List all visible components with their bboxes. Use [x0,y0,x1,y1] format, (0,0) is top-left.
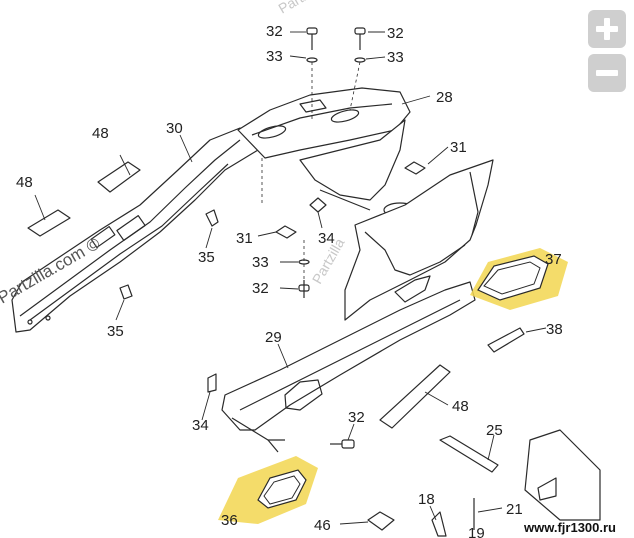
callout-33-b: 33 [387,49,404,66]
callout-32-a: 32 [266,23,283,40]
rear-cowl [344,159,494,321]
callout-48-bot: 48 [452,398,469,415]
callout-35-b: 35 [107,323,124,340]
bracket-34-bot [207,373,217,393]
callout-33-a: 33 [266,48,283,65]
callout-35-a: 35 [198,249,215,266]
callout-31-left: 31 [236,230,253,247]
bolt-32-b [354,27,366,50]
callout-33-c: 33 [252,254,269,271]
grommet-35-b [119,284,133,300]
callout-32-c: 32 [252,280,269,297]
callout-34-bot: 34 [192,417,209,434]
pad-48-left [27,209,71,237]
callout-21: 21 [506,501,523,518]
washer-33-a [306,57,318,63]
upper-frame-part-28 [237,87,417,218]
grommet-35-a [205,209,219,227]
bracket-31-left [275,225,297,239]
bracket-34-top [309,197,327,213]
part-19 [524,429,601,521]
callout-36: 36 [221,512,238,529]
clip-38 [487,327,525,353]
callout-19: 19 [468,525,485,538]
zoom-in-button[interactable] [588,10,626,48]
callout-37: 37 [545,251,562,268]
callout-38: 38 [546,321,563,338]
callout-48-left: 48 [16,174,33,191]
minus-icon [596,70,618,76]
pad-48-lower [379,364,451,429]
watermark-site: www.fjr1300.ru [523,520,616,535]
callout-18: 18 [418,491,435,508]
callout-46: 46 [314,517,331,534]
strap-25 [439,435,499,473]
washer-33-b [354,57,366,63]
callout-29: 29 [265,329,282,346]
side-rail-part-30 [11,127,259,333]
callout-34-top: 34 [318,230,335,247]
part-46-pad [367,511,395,531]
callout-32-b: 32 [387,25,404,42]
callout-31-right: 31 [450,139,467,156]
lower-panel-part-29 [221,281,476,453]
bracket-31-right [404,161,426,175]
callout-48-top: 48 [92,125,109,142]
highlighted-insulator-37 [470,248,568,310]
watermark-corner: Partzilla [276,0,327,17]
bolt-32-d [330,439,355,449]
callout-32-d: 32 [348,409,365,426]
highlighted-insulator-36 [218,456,318,524]
callout-28: 28 [436,89,453,106]
pad-48-top [97,161,141,193]
bolt-32-a [306,27,318,50]
callout-30: 30 [166,120,183,137]
callout-25: 25 [486,422,503,439]
zoom-out-button[interactable] [588,54,626,92]
